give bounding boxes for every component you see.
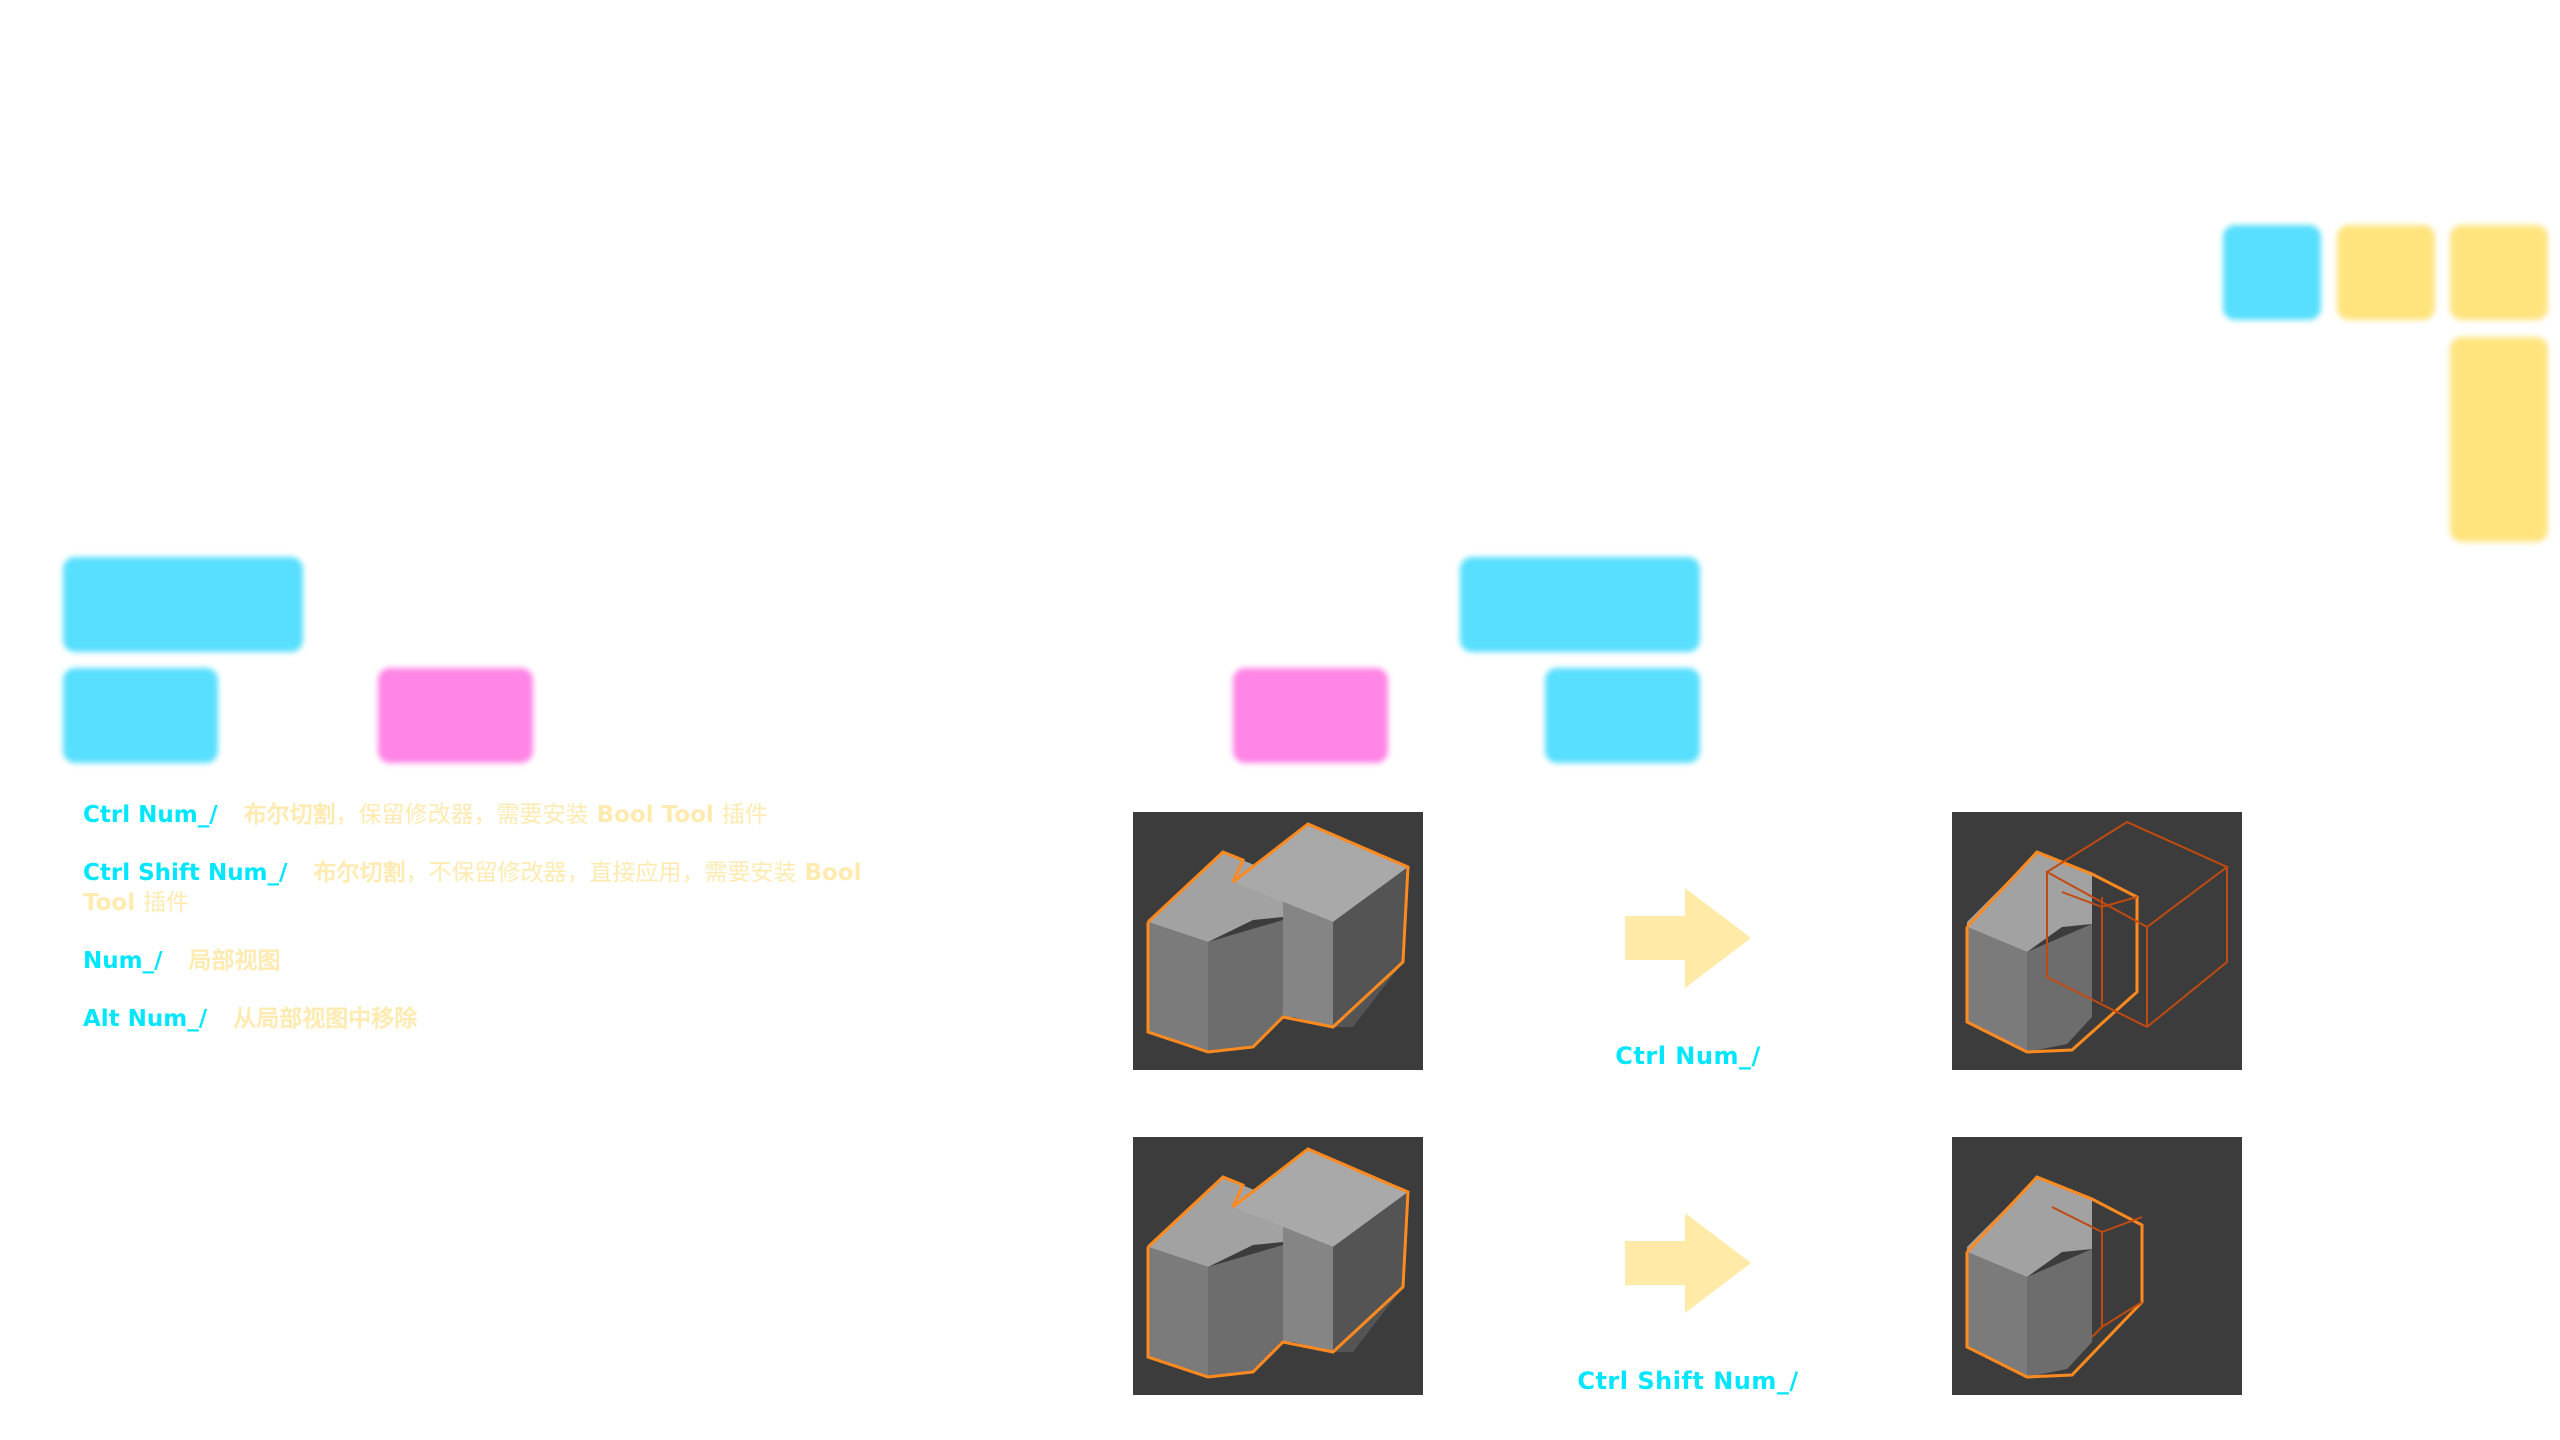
key-block-cyan-left-wide [63,557,303,652]
shortcut-description: 局部视图 [189,948,281,974]
shortcut-tail: 插件 [721,802,768,828]
shortcut-plugin: Bool Tool [83,860,862,916]
right-arrow-icon [1625,1213,1751,1313]
after-tile-2 [1952,1137,2242,1395]
shortcut-description: 布尔切割，保留修改器，需要安装 Bool Tool 插件 [244,802,768,828]
two-cubes-icon [1146,1147,1410,1379]
cube-cut-applied-icon [1965,1175,2144,1379]
shortcut-detail: ，不保留修改器，直接应用，需要安装 [405,860,797,886]
arrow-label-2: Ctrl Shift Num_/ [1577,1367,1799,1395]
shortcut-action: 布尔切割 [243,802,336,828]
arrow-label-1: Ctrl Num_/ [1615,1042,1761,1070]
key-block-yellow-top-right-1 [2337,225,2435,320]
shortcut-action: 从局部视图中移除 [233,1006,418,1032]
shortcut-description: 布尔切割，不保留修改器，直接应用，需要安装 Bool Tool 插件 [83,860,862,916]
shortcut-tail: 插件 [143,890,190,916]
shortcut-action: 布尔切割 [313,860,406,886]
shortcut-key: Ctrl Num_/ [83,802,218,828]
arrow-2 [1625,1213,1751,1313]
shortcut-description: 从局部视图中移除 [233,1006,417,1032]
after-tile-1 [1952,812,2242,1070]
shortcut-list: Ctrl Num_/ 布尔切割，保留修改器，需要安装 Bool Tool 插件 … [83,800,913,1062]
shortcut-row: Ctrl Num_/ 布尔切割，保留修改器，需要安装 Bool Tool 插件 [83,800,913,830]
key-block-pink-left [378,668,533,763]
shortcut-row: Ctrl Shift Num_/ 布尔切割，不保留修改器，直接应用，需要安装 B… [83,858,913,918]
key-block-yellow-top-right-2 [2450,225,2548,320]
key-block-cyan-left-small [63,668,218,763]
key-block-cyan-mid-small [1545,668,1700,763]
right-arrow-icon [1625,888,1751,988]
two-cubes-icon [1146,822,1410,1054]
key-block-cyan-top-right [2223,225,2321,320]
key-block-pink-mid [1233,668,1388,763]
shortcut-key: Ctrl Shift Num_/ [83,860,288,886]
before-tile-1 [1133,812,1423,1070]
cube-cut-wireframe-icon [1965,820,2229,1054]
shortcut-plugin: Bool Tool [596,802,714,828]
shortcut-key: Num_/ [83,948,163,974]
arrow-1 [1625,888,1751,988]
shortcut-row: Num_/ 局部视图 [83,946,913,976]
shortcut-action: 局部视图 [188,948,281,974]
key-block-cyan-mid-wide [1460,557,1700,652]
shortcut-detail: ，保留修改器，需要安装 [335,802,589,828]
shortcut-key: Alt Num_/ [83,1006,208,1032]
before-tile-2 [1133,1137,1423,1395]
key-block-yellow-tall [2450,337,2548,542]
shortcut-row: Alt Num_/ 从局部视图中移除 [83,1004,913,1034]
